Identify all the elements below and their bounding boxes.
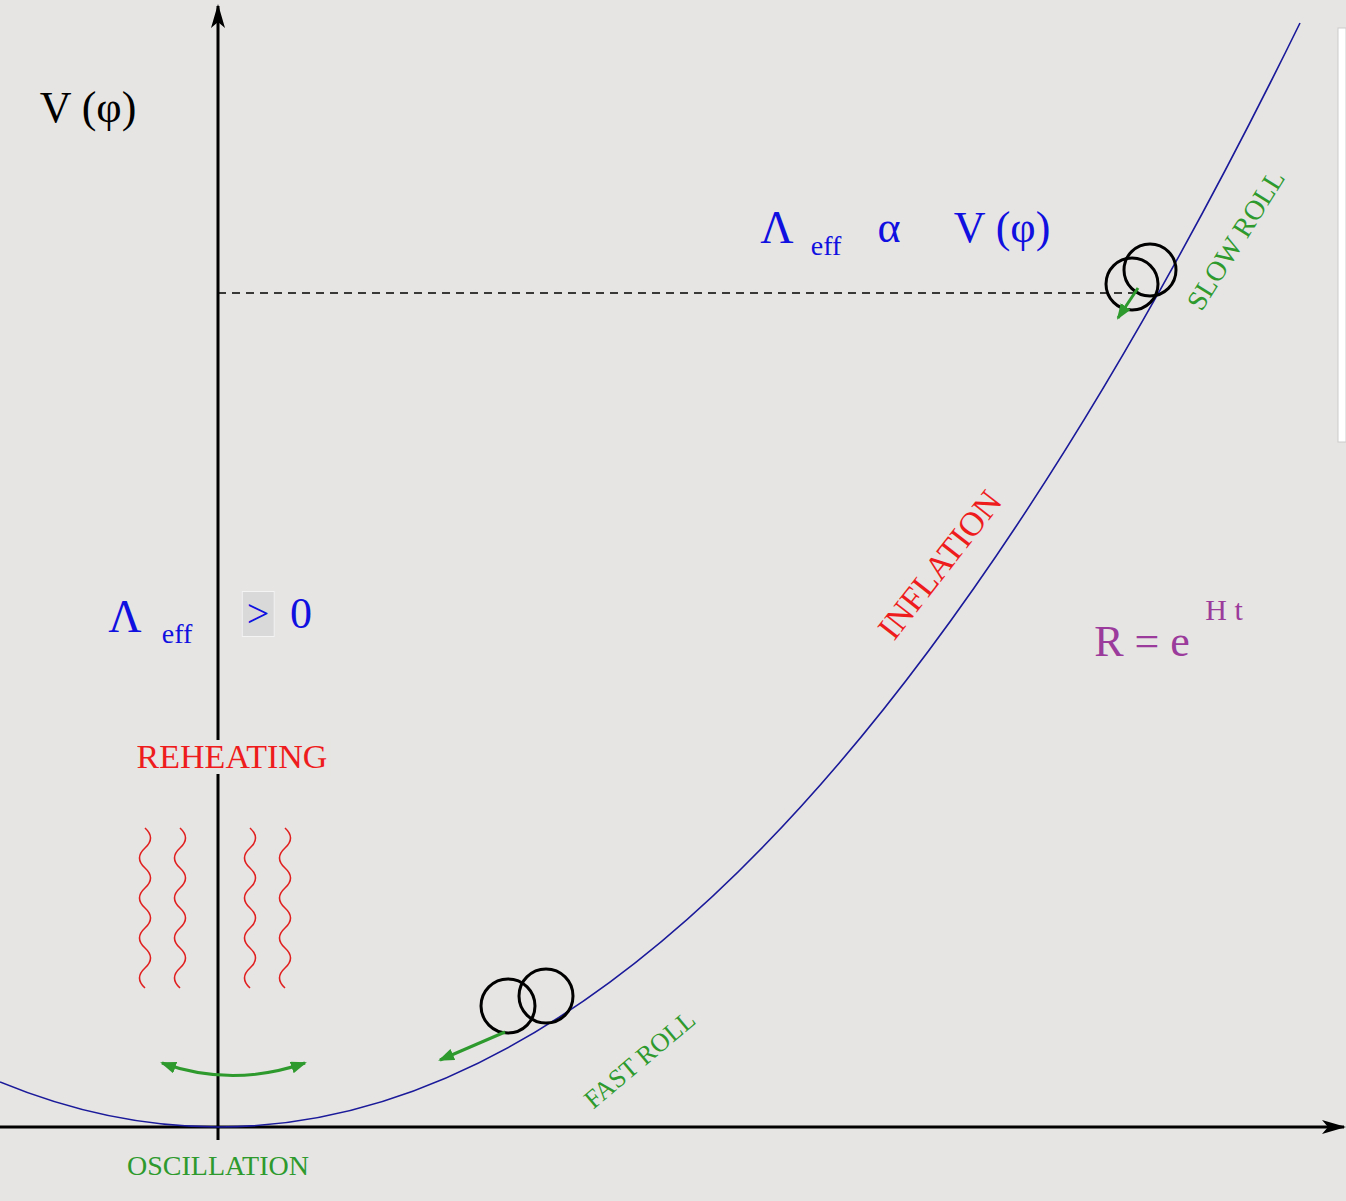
subscript: eff bbox=[811, 232, 842, 260]
oscillation-arrow bbox=[162, 1063, 305, 1076]
y-axis bbox=[217, 6, 220, 1140]
level-line bbox=[218, 292, 1135, 294]
phase-label: INFLATION bbox=[872, 485, 1008, 646]
symbol: α bbox=[877, 206, 900, 250]
heat-waves bbox=[140, 828, 291, 988]
subscript: eff bbox=[162, 620, 193, 648]
heat-wave bbox=[245, 828, 256, 988]
ball bbox=[519, 969, 573, 1023]
phase-label: FAST ROLL bbox=[580, 1006, 701, 1113]
potential-curve bbox=[0, 23, 1300, 1127]
ball bbox=[1106, 258, 1158, 310]
ball bbox=[481, 979, 535, 1033]
superscript: H t bbox=[1205, 595, 1243, 625]
roll-arrow bbox=[440, 1032, 505, 1060]
phase-label: SLOW ROLL bbox=[1182, 165, 1290, 315]
symbol: > bbox=[242, 591, 275, 637]
symbol: Λ bbox=[760, 205, 793, 251]
axis-label: V (φ) bbox=[40, 86, 137, 130]
number: 0 bbox=[290, 592, 312, 636]
phase-label: OSCILLATION bbox=[127, 1152, 309, 1180]
formula-text: R = e bbox=[1094, 620, 1190, 664]
phase-label: REHEATING bbox=[134, 740, 331, 774]
symbol: Λ bbox=[108, 594, 141, 640]
formula-text: V (φ) bbox=[954, 206, 1051, 250]
side-panel bbox=[1338, 28, 1346, 442]
ball bbox=[1124, 244, 1176, 296]
heat-wave bbox=[140, 828, 151, 988]
heat-wave bbox=[280, 828, 291, 988]
heat-wave bbox=[175, 828, 186, 988]
roll-arrow bbox=[1118, 288, 1138, 318]
